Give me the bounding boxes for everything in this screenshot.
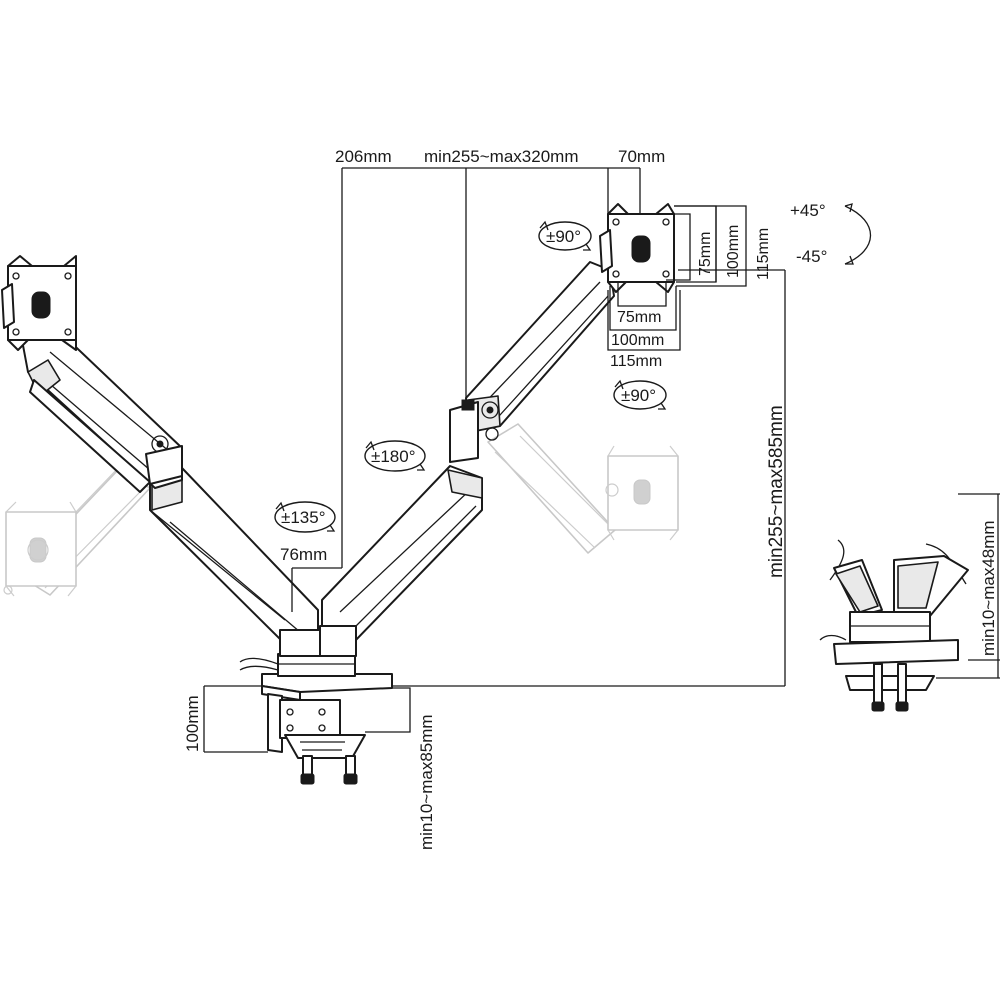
label-76mm: 76mm [280, 545, 327, 564]
dimension-labels: 206mm min255~max320mm 70mm 76mm 75mm 100… [183, 147, 998, 850]
desk-clamp [239, 653, 393, 785]
label-grommet-thickness: min10~max48mm [979, 520, 998, 656]
label-206mm: 206mm [335, 147, 392, 166]
dimension-lines [203, 167, 1000, 753]
label-base-swivel: ±135° [281, 508, 326, 527]
vesa-head-right [599, 203, 675, 293]
upper-arm-right [449, 261, 615, 463]
label-tilt-down: -45° [796, 247, 827, 266]
tilt-arrow [844, 203, 872, 265]
label-70mm: 70mm [618, 147, 665, 166]
lower-arm-right [319, 465, 483, 657]
rotation-badge-base [274, 501, 336, 533]
label-height-range: min255~max585mm [766, 405, 787, 578]
rotation-badge-top [538, 220, 592, 251]
rotation-labels: ±90° ±90° ±180° ±135° +45° -45° [281, 201, 827, 527]
label-vesa-v100: 100mm [725, 225, 742, 278]
ghost-right-arm [487, 423, 679, 554]
label-vesa-v75: 75mm [697, 232, 714, 276]
label-vesa-h115: 115mm [610, 353, 662, 370]
rotation-badge-bottom [613, 379, 667, 410]
lower-arm-left [149, 467, 321, 657]
label-rotate-top: ±90° [546, 227, 581, 246]
label-arm-extension: min255~max320mm [424, 147, 579, 166]
ghost-left-arm [3, 465, 151, 597]
label-clamp-thickness: min10~max85mm [417, 714, 436, 850]
label-tilt-up: +45° [790, 201, 826, 220]
rotation-badge-arm [364, 440, 426, 472]
label-vesa-h75: 75mm [617, 309, 661, 326]
upper-arm-left [21, 331, 183, 493]
vesa-head-left [1, 255, 77, 351]
label-rotate-bottom: ±90° [621, 386, 656, 405]
label-clamp-height: 100mm [183, 695, 202, 752]
label-vesa-h100: 100mm [611, 332, 664, 349]
grommet-mount-detail [819, 539, 969, 712]
label-vesa-v115: 115mm [755, 228, 772, 280]
label-arm-swivel: ±180° [371, 447, 416, 466]
